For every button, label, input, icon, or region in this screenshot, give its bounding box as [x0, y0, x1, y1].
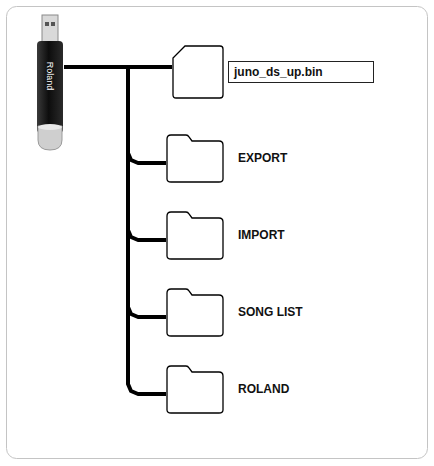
- usb-plug: [42, 15, 58, 43]
- folder-icon: [166, 364, 224, 414]
- folder-icon: [166, 287, 224, 337]
- folder-name: EXPORT: [238, 151, 287, 165]
- file-name: juno_ds_up.bin: [228, 61, 374, 83]
- tree-connector: [64, 67, 166, 163]
- file-icon: [172, 45, 224, 99]
- tree-connector: [64, 67, 166, 240]
- folder-name: IMPORT: [238, 228, 285, 242]
- cap-rim: [38, 124, 62, 130]
- panel-border: [7, 7, 428, 459]
- plug-hole: [45, 22, 49, 26]
- folder-icon: [166, 133, 224, 183]
- folder-name: SONG LIST: [238, 305, 303, 319]
- folder-outline: [167, 289, 223, 336]
- usb-drive: Roland: [36, 14, 64, 152]
- brand-label: Roland: [45, 62, 55, 91]
- plug-hole: [51, 22, 55, 26]
- folder-item: ROLAND: [166, 364, 291, 414]
- folder-outline: [167, 135, 223, 182]
- folder-item: EXPORT: [166, 133, 289, 183]
- folder-icon: [166, 210, 224, 260]
- folder-item: IMPORT: [166, 210, 287, 260]
- folder-outline: [167, 366, 223, 413]
- file-item: juno_ds_up.bin: [172, 45, 376, 99]
- folder-item: SONG LIST: [166, 287, 305, 337]
- folder-name: ROLAND: [238, 382, 289, 396]
- tree-connector: [64, 67, 166, 394]
- folder-outline: [167, 212, 223, 259]
- tree-connector: [64, 67, 166, 317]
- file-outline: [173, 46, 223, 98]
- stick-body: [37, 41, 63, 133]
